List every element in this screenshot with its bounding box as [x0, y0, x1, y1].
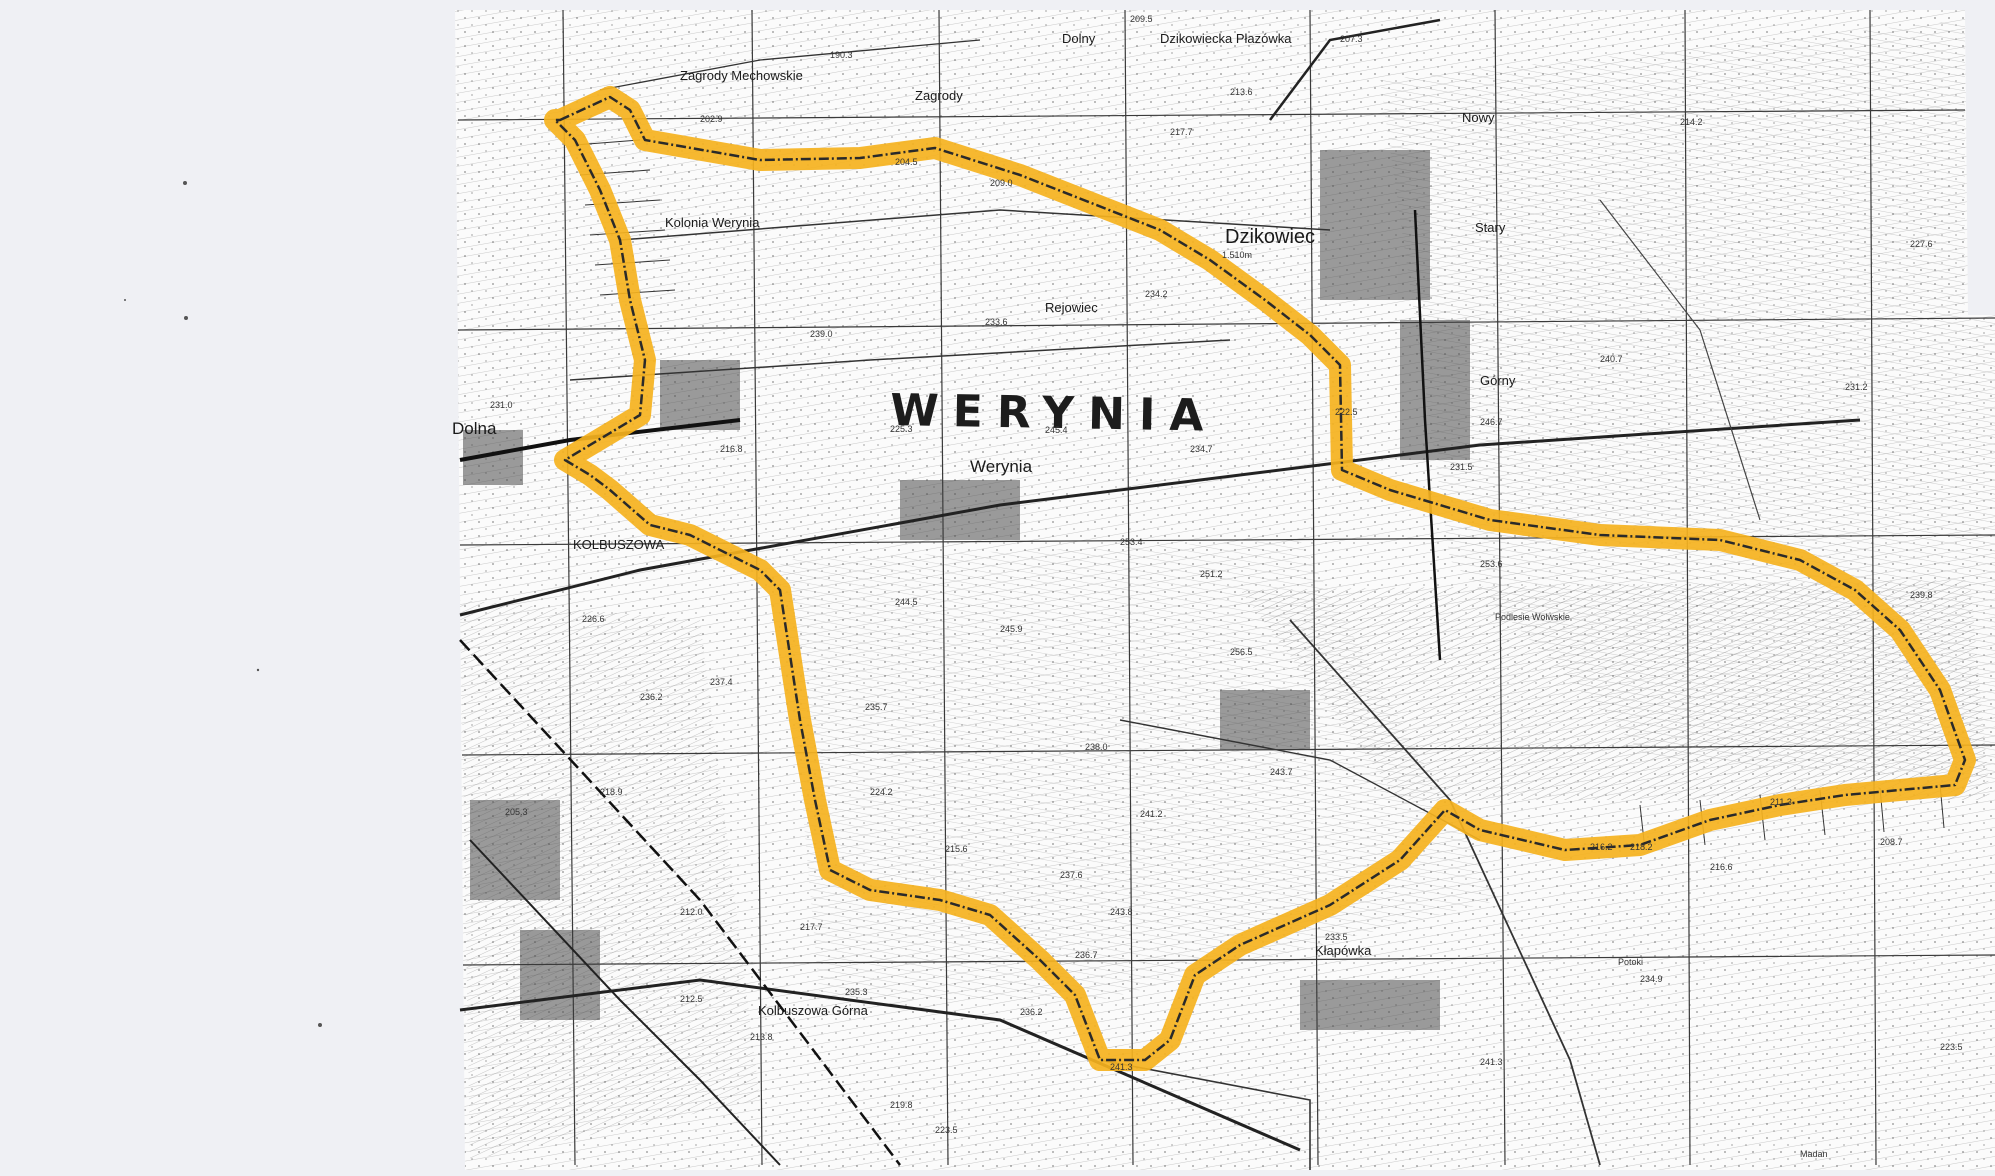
- elevation-label: 207.3: [1340, 34, 1363, 44]
- elevation-label: 246.7: [1480, 417, 1503, 427]
- elevation-label: 209.5: [1130, 14, 1153, 24]
- elevation-label: 209.0: [990, 178, 1013, 188]
- place-label: Rejowiec: [1045, 300, 1098, 315]
- elevation-label: 225.3: [890, 424, 913, 434]
- elevation-label: 212.0: [680, 907, 703, 917]
- elevation-label: 236.7: [1075, 950, 1098, 960]
- elevation-label: 213.6: [1230, 87, 1253, 97]
- elevation-label: 236.2: [1020, 1007, 1043, 1017]
- elevation-label: 217.7: [800, 922, 823, 932]
- elevation-label: 244.5: [895, 597, 918, 607]
- elevation-label: 239.0: [810, 329, 833, 339]
- place-label: Dzikowiecka Płazówka: [1160, 31, 1292, 46]
- elevation-label: 253.6: [1480, 559, 1503, 569]
- elevation-label: 211.3: [1770, 797, 1792, 807]
- elevation-label: 231.5: [1450, 462, 1473, 472]
- elevation-label: 237.4: [710, 677, 733, 687]
- elevation-label: 223.5: [935, 1125, 958, 1135]
- elevation-label: 238.0: [1085, 742, 1108, 752]
- elevation-label: 237.6: [1060, 870, 1083, 880]
- elevation-label: 226.6: [582, 614, 605, 624]
- scale-note: 1.510m: [1222, 250, 1252, 260]
- elevation-label: 231.2: [1845, 382, 1868, 392]
- elevation-label: 233.6: [985, 317, 1008, 327]
- elevation-label: 245.9: [1000, 624, 1023, 634]
- place-label: Kolbuszowa Górna: [758, 1003, 869, 1018]
- place-label: Zagrody: [915, 88, 963, 103]
- elevation-label: 214.2: [1680, 117, 1703, 127]
- elevation-label: 241.2: [1140, 809, 1163, 819]
- place-label: Zagrody Mechowskie: [680, 68, 803, 83]
- elevation-label: 215.6: [945, 844, 968, 854]
- elevation-label: 233.5: [1325, 932, 1348, 942]
- elevation-label: 204.5: [895, 157, 918, 167]
- elevation-label: 235.3: [845, 987, 868, 997]
- elevation-label: 190.3: [830, 50, 853, 60]
- elevation-label: 241.3: [1480, 1057, 1503, 1067]
- elevation-label: 202.9: [700, 114, 723, 124]
- place-labels: Dolny Dzikowiecka Płazówka Zagrody Mecho…: [452, 31, 1828, 1159]
- elevation-label: 222.5: [1335, 407, 1358, 417]
- werynia-boundary: [544, 86, 1976, 1071]
- place-label: Stary: [1475, 220, 1506, 235]
- place-label: Dolny: [1062, 31, 1096, 46]
- elevation-label: 256.5: [1230, 647, 1253, 657]
- place-label: Potoki: [1618, 957, 1643, 967]
- elevation-label: 243.7: [1270, 767, 1293, 777]
- elevation-label: 223.5: [1940, 1042, 1963, 1052]
- elevation-label: 236.2: [640, 692, 663, 702]
- place-label: KOLBUSZOWA: [573, 537, 665, 552]
- place-label: Dolna: [452, 419, 497, 438]
- map-title: WERYNIA: [890, 385, 1218, 442]
- elevation-label: 216.8: [720, 444, 743, 454]
- elevation-label: 241.3: [1110, 1062, 1133, 1072]
- elevation-label: 235.7: [865, 702, 888, 712]
- elevation-label: 251.2: [1200, 569, 1223, 579]
- elevation-label: 234.7: [1190, 444, 1213, 454]
- place-label: Górny: [1480, 373, 1516, 388]
- elevation-label: 234.9: [1640, 974, 1663, 984]
- elevation-label: 218.9: [600, 787, 623, 797]
- elevation-label: 234.2: [1145, 289, 1168, 299]
- elevation-label: 227.6: [1910, 239, 1933, 249]
- place-label: Dzikowiec: [1225, 226, 1315, 248]
- elevation-label: 243.8: [1110, 907, 1133, 917]
- place-label: Werynia: [970, 457, 1033, 476]
- place-label: Madan: [1800, 1149, 1828, 1159]
- elevation-label: 208.7: [1880, 837, 1903, 847]
- elevation-label: 240.7: [1600, 354, 1623, 364]
- place-label: Podlesie Wolwskie: [1495, 612, 1570, 622]
- scan-specks: [124, 181, 322, 1027]
- place-label: Kolonia Werynia: [665, 215, 760, 230]
- elevation-label: 224.2: [870, 787, 893, 797]
- elevation-label: 213.8: [750, 1032, 773, 1042]
- elevation-label: 205.3: [505, 807, 528, 817]
- place-label: Nowy: [1462, 110, 1495, 125]
- elevation-label: 217.7: [1170, 127, 1193, 137]
- elevation-label: 231.0: [490, 400, 513, 410]
- elevation-label: 218.2: [1630, 842, 1653, 852]
- elevation-label: 239.8: [1910, 590, 1933, 600]
- elevation-label: 245.4: [1045, 425, 1068, 435]
- elevation-label: 216.6: [1710, 862, 1733, 872]
- place-label: Kłapówka: [1315, 943, 1372, 958]
- elevation-labels: 209.5 207.3 190.3 213.6 202.9 204.5 209.…: [490, 14, 1963, 1135]
- elevation-label: 212.5: [680, 994, 703, 1004]
- map-roads: [459, 18, 1861, 1170]
- elevation-label: 219.8: [890, 1100, 913, 1110]
- elevation-label: 216.2: [1590, 842, 1613, 852]
- elevation-label: 253.4: [1120, 537, 1143, 547]
